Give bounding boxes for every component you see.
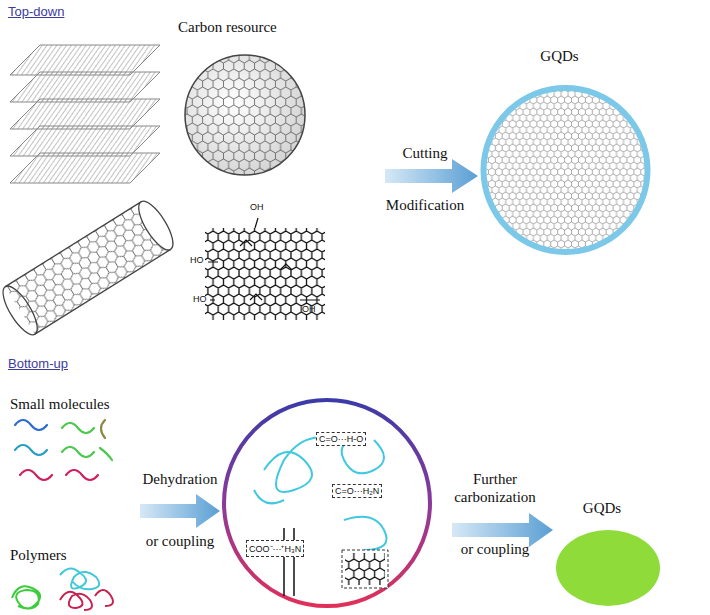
node-title: GQDs xyxy=(472,48,647,65)
nanotube xyxy=(0,197,179,340)
bond-label: C=O···H₂N xyxy=(332,484,382,498)
section-heading: Bottom-up xyxy=(8,356,68,372)
gqd-node: GQDs xyxy=(478,48,653,263)
process-arrow xyxy=(385,159,478,193)
text-label: Modification xyxy=(386,196,464,214)
text-label: Small molecules xyxy=(10,395,110,413)
process-arrow xyxy=(140,494,220,528)
ring-shape xyxy=(224,400,430,606)
gqd-node: GQDs xyxy=(553,500,663,612)
text-label: Further carbonization xyxy=(436,470,554,506)
text-label: HO xyxy=(193,294,207,305)
text-label: or coupling xyxy=(146,532,215,550)
text-label: Dehydration xyxy=(143,470,218,488)
bond-label: C=O···H-O xyxy=(316,432,366,446)
intermediate-node: C=O···H-O C=O···H₂N COO⁻···⁺H₃N xyxy=(224,400,430,606)
text-label: or coupling xyxy=(461,540,530,558)
text-label: Polymers xyxy=(10,546,67,564)
text-label: OH xyxy=(302,304,316,315)
polymers xyxy=(12,568,113,610)
text-label: OH xyxy=(250,202,264,213)
text-label: Carbon resource xyxy=(178,18,277,36)
small-molecules xyxy=(15,420,112,480)
text-label: HO xyxy=(190,255,204,266)
text-label: Cutting xyxy=(402,144,447,162)
node-title: GQDs xyxy=(547,500,657,517)
gqd-shape xyxy=(478,80,653,260)
graphene-oxide xyxy=(205,218,325,320)
fullerene xyxy=(180,50,310,180)
ellipse-shape xyxy=(553,526,663,610)
graphene-stack xyxy=(10,45,160,183)
bond-label: COO⁻···⁺H₃N xyxy=(246,540,304,557)
intermediate-ring xyxy=(224,400,430,606)
section-heading: Top-down xyxy=(8,4,64,20)
